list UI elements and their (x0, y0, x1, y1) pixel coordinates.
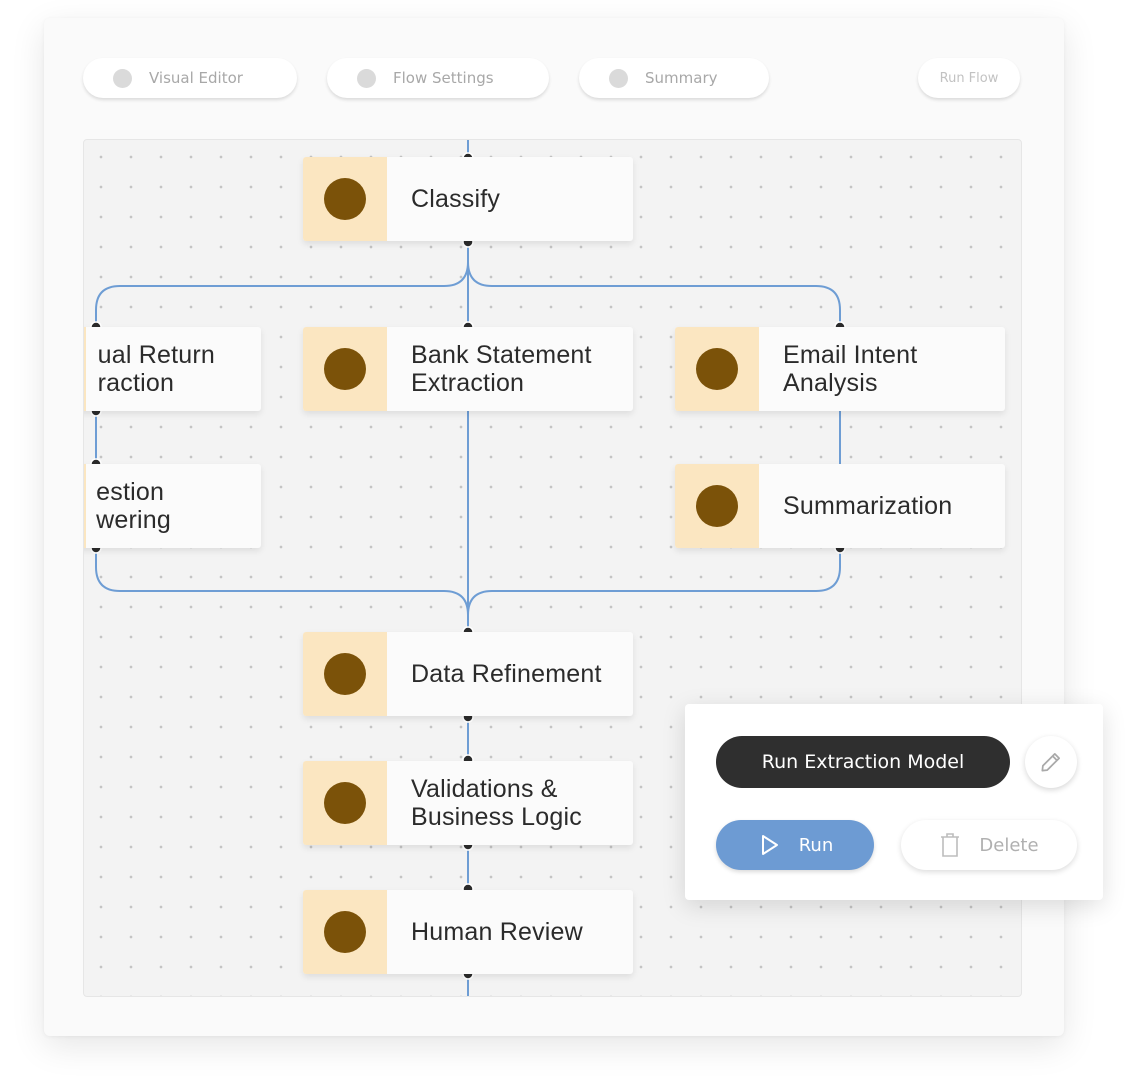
play-icon (761, 835, 778, 855)
node-bank-statement-extraction[interactable]: Bank Statement Extraction (303, 327, 633, 411)
delete-button-label: Delete (979, 834, 1039, 856)
node-type-icon (324, 653, 366, 695)
node-label: ual Return raction (97, 341, 215, 397)
node-type-icon (696, 485, 738, 527)
tab-summary[interactable]: Summary (579, 58, 769, 98)
node-question-answering[interactable]: estion wering (84, 464, 261, 548)
node-validations-business-logic[interactable]: Validations & Business Logic (303, 761, 633, 845)
node-label: Bank Statement Extraction (411, 341, 592, 397)
selected-node-title: Run Extraction Model (716, 736, 1010, 788)
node-summarization[interactable]: Summarization (675, 464, 1005, 548)
node-label: Human Review (411, 918, 583, 946)
node-label: Email Intent Analysis (783, 341, 918, 397)
node-type-icon (324, 911, 366, 953)
tab-status-dot (113, 68, 132, 88)
node-type-icon (324, 782, 366, 824)
node-classify[interactable]: Classify (303, 157, 633, 241)
pencil-icon (1041, 753, 1060, 772)
tab-label: Summary (645, 69, 718, 87)
run-button-label: Run (798, 834, 834, 856)
node-label: Data Refinement (411, 660, 602, 688)
tab-status-dot (357, 68, 376, 88)
node-context-menu (685, 704, 1103, 900)
node-human-review[interactable]: Human Review (303, 890, 633, 974)
tab-flow-settings[interactable]: Flow Settings (327, 58, 549, 98)
node-label: Summarization (783, 492, 953, 520)
node-label: estion wering (96, 478, 171, 534)
node-label: Validations & Business Logic (411, 775, 582, 831)
delete-button[interactable]: Delete (901, 820, 1077, 870)
run-button[interactable]: Run (716, 820, 874, 870)
trash-icon (941, 833, 960, 857)
node-type-icon (324, 178, 366, 220)
node-type-icon (696, 348, 738, 390)
tab-label: Visual Editor (149, 69, 243, 87)
node-annual-return-extraction[interactable]: ual Return raction (84, 327, 261, 411)
run-flow-button[interactable]: Run Flow (918, 58, 1020, 98)
tab-visual-editor[interactable]: Visual Editor (83, 58, 297, 98)
node-data-refinement[interactable]: Data Refinement (303, 632, 633, 716)
node-type-icon (324, 348, 366, 390)
flow-canvas[interactable]: Classify ual Return raction Bank Stateme… (83, 139, 1022, 997)
edit-button[interactable] (1025, 736, 1077, 788)
node-email-intent-analysis[interactable]: Email Intent Analysis (675, 327, 1005, 411)
node-label: Classify (411, 185, 501, 213)
tab-label: Flow Settings (393, 69, 494, 87)
tab-status-dot (609, 68, 628, 88)
